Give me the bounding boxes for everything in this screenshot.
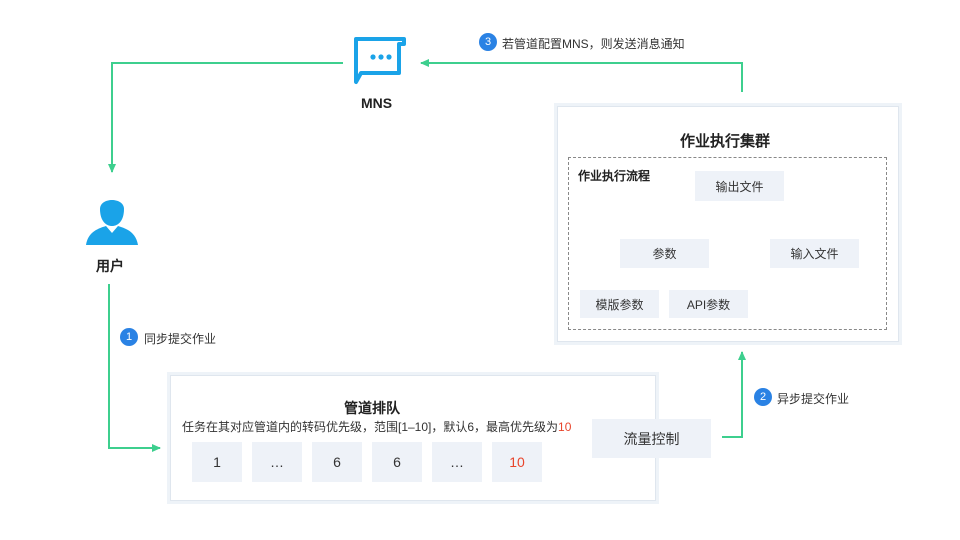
queue-slot-5: … [432,442,482,482]
queue-title: 管道排队 [344,400,400,416]
queue-slot-1: 1 [192,442,242,482]
arrow-mns-to-user [108,62,343,173]
queue-slot-3: 6 [312,442,362,482]
api-params-box: API参数 [669,290,748,318]
message-icon [354,37,406,84]
queue-slot-6: 10 [492,442,542,482]
execution-flow-box [568,157,887,330]
flow-title: 作业执行流程 [578,169,651,183]
queue-desc: 任务在其对应管道内的转码优先级，范围[1–10]，默认6，最高优先级为10 [182,418,571,435]
step3-text: 若管道配置MNS，则发送消息通知 [502,37,685,51]
user-node [84,193,140,247]
mns-node [352,36,408,116]
mns-label: MNS [361,95,393,111]
arrow-flow-to-cluster [722,351,746,438]
step2-text: 异步提交作业 [777,392,850,406]
cluster-title: 作业执行集群 [680,133,771,150]
arrow-user-to-queue [108,284,161,452]
pipeline-queue-panel [170,375,656,501]
queue-desc-text: 任务在其对应管道内的转码优先级，范围[1–10]，默认6，最高优先级为 [182,420,559,434]
output-file-box: 输出文件 [695,171,784,201]
flow-control-box: 流量控制 [592,419,711,458]
step2-badge: 2 [754,388,772,406]
step3-badge: 3 [479,33,497,51]
queue-slot-4: 6 [372,442,422,482]
input-file-box: 输入文件 [770,239,859,268]
user-label: 用户 [96,258,124,274]
queue-desc-highlight: 10 [558,420,572,434]
queue-slot-2: … [252,442,302,482]
step1-badge: 1 [120,328,138,346]
params-box: 参数 [620,239,709,268]
template-params-box: 模版参数 [580,290,659,318]
step1-text: 同步提交作业 [144,332,217,346]
user-icon [86,200,138,245]
arrow-cluster-to-mns [420,59,743,92]
